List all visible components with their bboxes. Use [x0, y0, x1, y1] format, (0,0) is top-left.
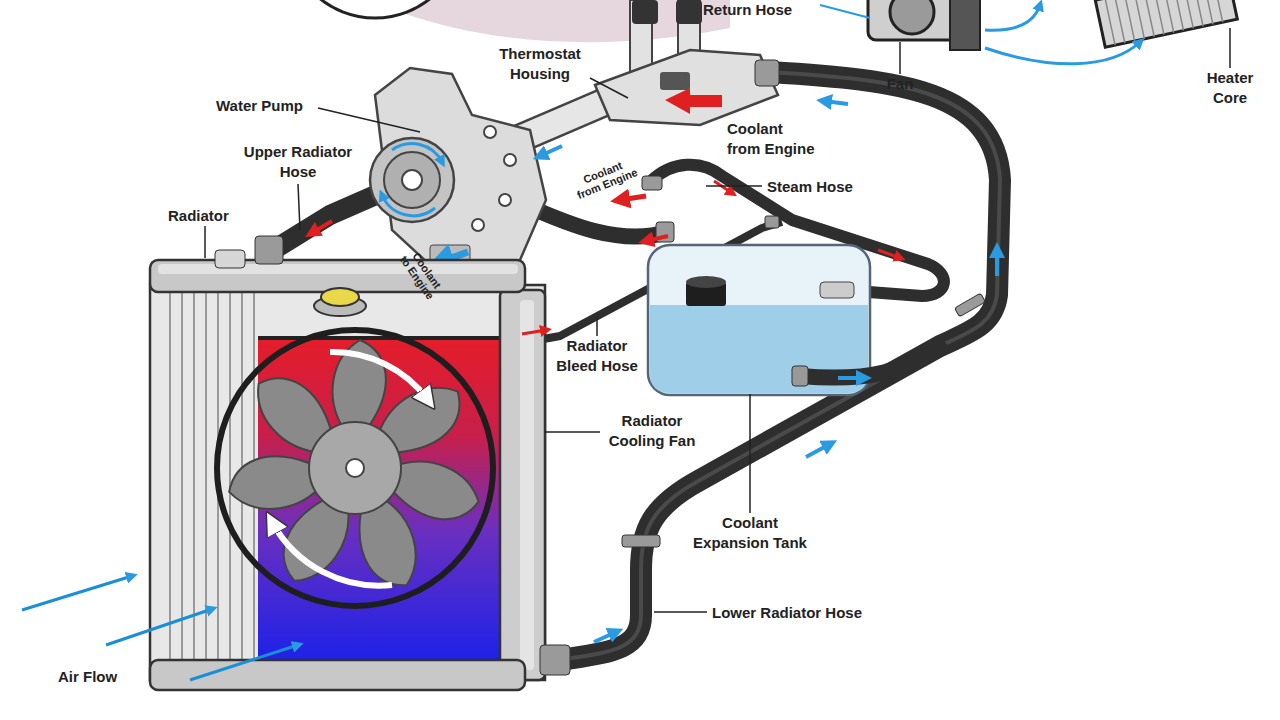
flow-arrow-blue — [806, 444, 830, 457]
part-label: Thermostat Housing — [485, 44, 595, 84]
pump-bolt — [499, 194, 511, 206]
radiator-inlet — [255, 236, 283, 264]
tank-inlet — [820, 282, 854, 298]
flow-arrow-blue — [995, 250, 999, 276]
pump-bolt — [484, 126, 496, 138]
cooling-fan — [217, 330, 493, 606]
part-label: Heater Core — [1199, 68, 1261, 108]
flow-arrow-red — [620, 196, 646, 200]
part-label: Coolant Expansion Tank — [690, 513, 810, 553]
pump-bolt — [472, 219, 484, 231]
flow-label: Coolant from Engine — [570, 155, 640, 202]
radiator-cap — [321, 288, 359, 306]
tank-cap-top — [686, 276, 726, 288]
thermostat-port — [660, 72, 690, 90]
air-arrow — [985, 42, 1140, 64]
return-hose-end — [632, 0, 658, 24]
flow-arrow-blue — [382, 195, 435, 216]
radiator-side-tank — [500, 290, 545, 680]
hose-clamp — [642, 176, 662, 190]
rotation-arrow — [330, 352, 428, 400]
flow-label: Coolant to Engine — [397, 246, 446, 302]
leader-line — [899, 42, 901, 74]
radiator-frame — [150, 285, 545, 680]
tank-hose — [800, 342, 945, 378]
leader-line — [590, 78, 628, 98]
leader-line — [1229, 28, 1231, 68]
hose-label: Steam Hose — [767, 177, 853, 197]
leader-line — [545, 431, 600, 433]
part-label: Radiator Cooling Fan — [602, 411, 702, 451]
flow-arrow-blue — [594, 632, 616, 642]
leader-line — [318, 108, 420, 132]
hose-clamp — [765, 216, 779, 228]
flow-arrow-red — [312, 221, 332, 233]
rotation-arrow — [272, 522, 392, 586]
flow-arrow-red — [878, 250, 900, 258]
leader-line — [654, 611, 707, 613]
fan-blade — [223, 447, 321, 519]
fan-hub-center — [346, 459, 364, 477]
air-arrow — [985, 5, 1040, 30]
heater-fan-wheel — [890, 0, 934, 34]
fan-shroud-ring — [217, 330, 493, 606]
side-tank-highlight — [520, 300, 534, 670]
hose-clamp — [540, 645, 570, 675]
hose-clamp — [792, 366, 808, 386]
leader-line — [749, 394, 751, 513]
fan-hub — [309, 422, 401, 514]
air-flow-arrow — [22, 576, 132, 610]
radiator-tab — [215, 250, 245, 268]
heater-core-fins — [1105, 0, 1223, 45]
flow-label: Coolant from Engine — [727, 119, 818, 159]
air-flow-arrow — [190, 645, 298, 680]
flow-label: Air Flow — [58, 667, 117, 687]
leader-line — [706, 185, 762, 187]
air-flow-arrow — [106, 609, 212, 645]
part-label: Water Pump — [216, 96, 303, 116]
flow-arrow-red — [646, 236, 668, 241]
part-label: Radiator — [168, 206, 229, 226]
pump-pulley-inner — [384, 152, 440, 208]
pump-bolt — [504, 154, 516, 166]
flow-arrow-blue — [838, 376, 864, 380]
pump-hub — [402, 170, 422, 190]
leader-line — [298, 184, 300, 230]
hose-label: Radiator Bleed Hose — [552, 336, 642, 376]
hose-clamp — [955, 293, 986, 317]
return-hose-end — [676, 0, 702, 24]
pump-pulley — [370, 138, 454, 222]
fan-shroud-edge — [258, 336, 500, 340]
hose-clamp — [755, 60, 779, 86]
leader-lines — [205, 28, 1230, 612]
water-pump-body — [375, 68, 546, 285]
flow-arrow-blue — [824, 101, 848, 104]
thermostat-housing — [595, 50, 778, 125]
hose-label: Return Hose — [703, 0, 792, 20]
part-label: Fan — [870, 74, 930, 94]
hose-clamp — [622, 535, 660, 547]
hose-label: Upper Radiator Hose — [238, 142, 358, 182]
flow-arrow-red — [522, 330, 546, 334]
leader-line — [204, 226, 206, 258]
return-flow-line — [820, 5, 870, 18]
flow-arrow-red — [665, 88, 722, 114]
flow-arrow-blue — [392, 144, 442, 162]
flow-arrow-red — [714, 181, 732, 193]
top-tank-highlight — [158, 264, 518, 274]
flow-arrow-blue — [540, 146, 562, 156]
engine-hose — [525, 205, 668, 237]
heater-core — [1095, 0, 1237, 47]
leader-line — [596, 318, 598, 336]
heater-core-body — [1095, 0, 1237, 47]
detail-circle — [287, 0, 463, 18]
heater-fan-outlet — [950, 0, 980, 50]
hose-label: Lower Radiator Hose — [712, 603, 862, 623]
